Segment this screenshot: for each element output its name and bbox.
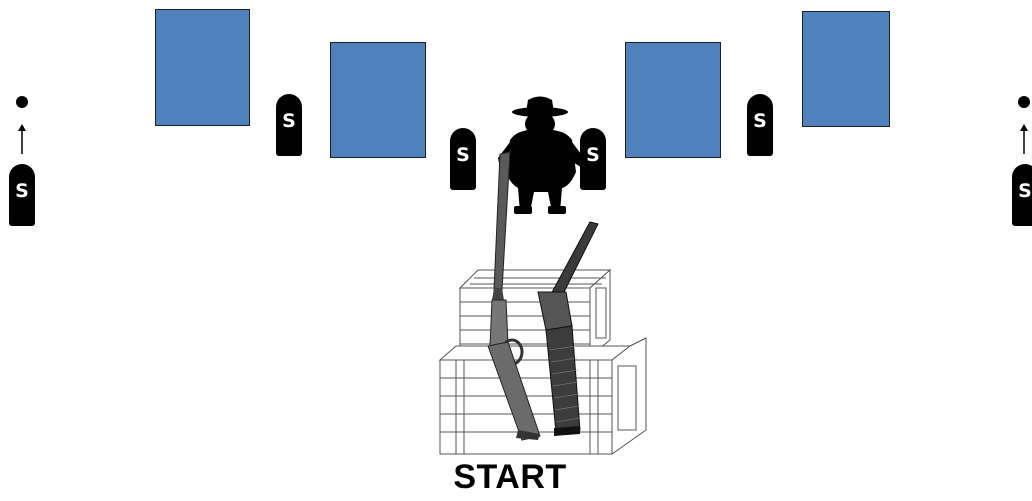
start-label: START	[430, 458, 590, 496]
bad-guy-silhouette-icon	[498, 97, 584, 215]
